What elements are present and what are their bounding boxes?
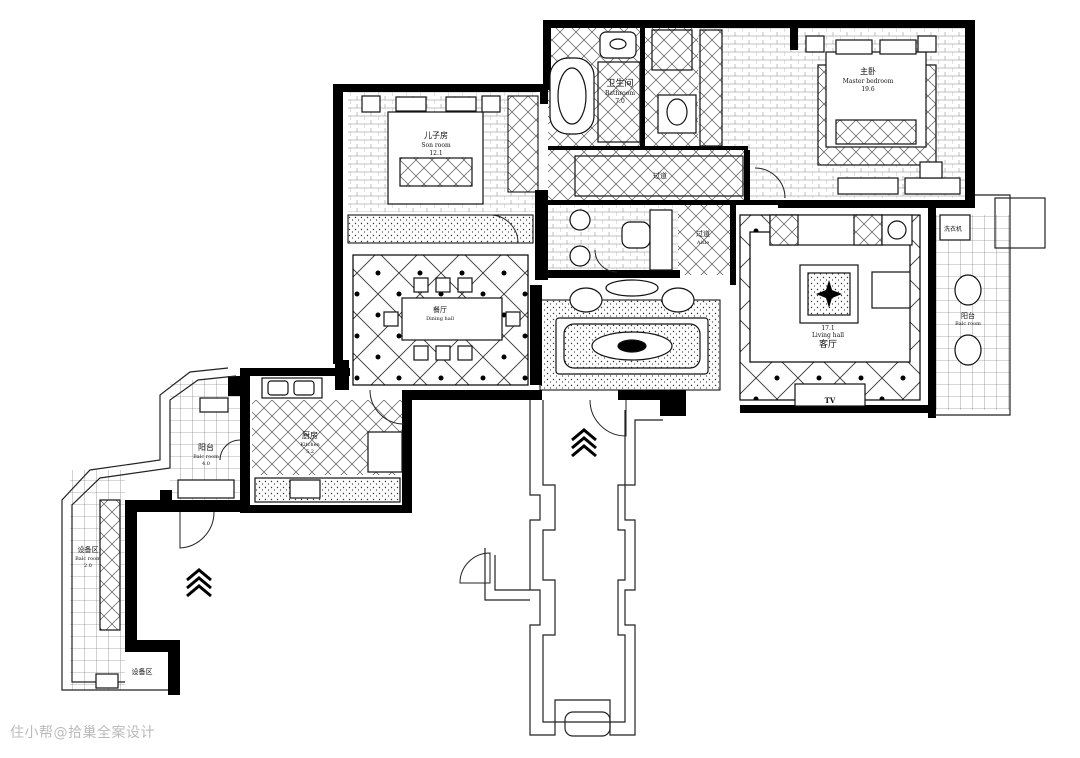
master-bedroom-area: 19.6 [861,86,875,93]
son-room-area: 12.1 [429,150,442,157]
living-hall-sofa [769,214,913,407]
balcony-left-en: Balc room [193,454,219,460]
son-room-en: Son room [421,142,451,149]
son-room-name: 儿子房 [424,130,448,140]
kitchen-name: 厨房 [302,430,318,440]
entrance-arrows [186,428,597,598]
corridor-2-name: 过道 [696,229,710,238]
furniture [95,29,982,689]
kitchen-label: 厨房 Kitchen 5.2 [300,430,320,455]
balcony-right-name: 阳台 [961,311,975,320]
kitchen-en: Kitchen [300,442,320,448]
corridor-2-label: 过道 Aisle [696,229,710,246]
room-labels: 儿子房 Son room 12.1 卫生间 Bathroom 7.0 主卧 Ma… [75,66,981,676]
living-hall-area: 17.1 [821,325,834,332]
master-bedroom-en: Master bedroom [843,78,894,85]
living-hall-name: 客厅 [819,338,837,350]
bathroom-label: 卫生间 Bathroom 7.0 [605,77,635,105]
outlines [61,194,1046,737]
balcony-right-en: Balc room [955,321,981,327]
equipment-area-en: Balc room [75,556,101,562]
balcony-left-name: 阳台 [198,442,214,452]
foyer-rug [555,279,709,375]
walls [125,20,975,695]
equipment-area-name: 设备区 [78,545,99,554]
master-bedroom-name: 主卧 [860,66,876,76]
balcony-left-label: 阳台 Balc room 4.0 [193,442,219,467]
dining-en: Dining hall [426,316,454,322]
living-hall-en: Living hall [812,332,844,339]
watermark: 住小帮@拾巢全案设计 [10,725,155,741]
entrance-arrow-icon [186,568,212,598]
dining-label: 餐厅 Dining hall [426,305,454,322]
living-hall-label: 17.1 Living hall 客厅 [812,325,844,350]
equipment-area-area: 2.0 [84,563,92,569]
bathroom-name: 卫生间 [606,77,633,89]
entrance-arrow-icon [571,428,597,458]
son-room-bed [361,95,501,205]
corridor-2-en: Aisle [696,240,709,246]
dining-table [383,277,521,361]
balcony-right-label: 阳台 Balc room [955,311,981,327]
corridor-1-name: 过道 [653,171,667,180]
bathroom-area: 7.0 [615,98,625,105]
son-room-label: 儿子房 Son room 12.1 [421,130,451,157]
kitchen-area: 5.2 [306,449,314,455]
balcony-left-area: 4.0 [202,461,210,467]
bathroom-en: Bathroom [605,90,635,97]
tv-label: TV [825,396,836,405]
equipment-small-name: 设备区 [132,667,153,676]
master-bedroom-label: 主卧 Master bedroom 19.6 [843,66,894,93]
equipment-area-label: 设备区 Balc room 2.0 [75,545,101,569]
washer-name: 洗衣机 [944,225,962,233]
bathtub [549,57,595,135]
dining-name: 餐厅 [433,305,447,314]
master-bedroom-bed [805,35,937,166]
